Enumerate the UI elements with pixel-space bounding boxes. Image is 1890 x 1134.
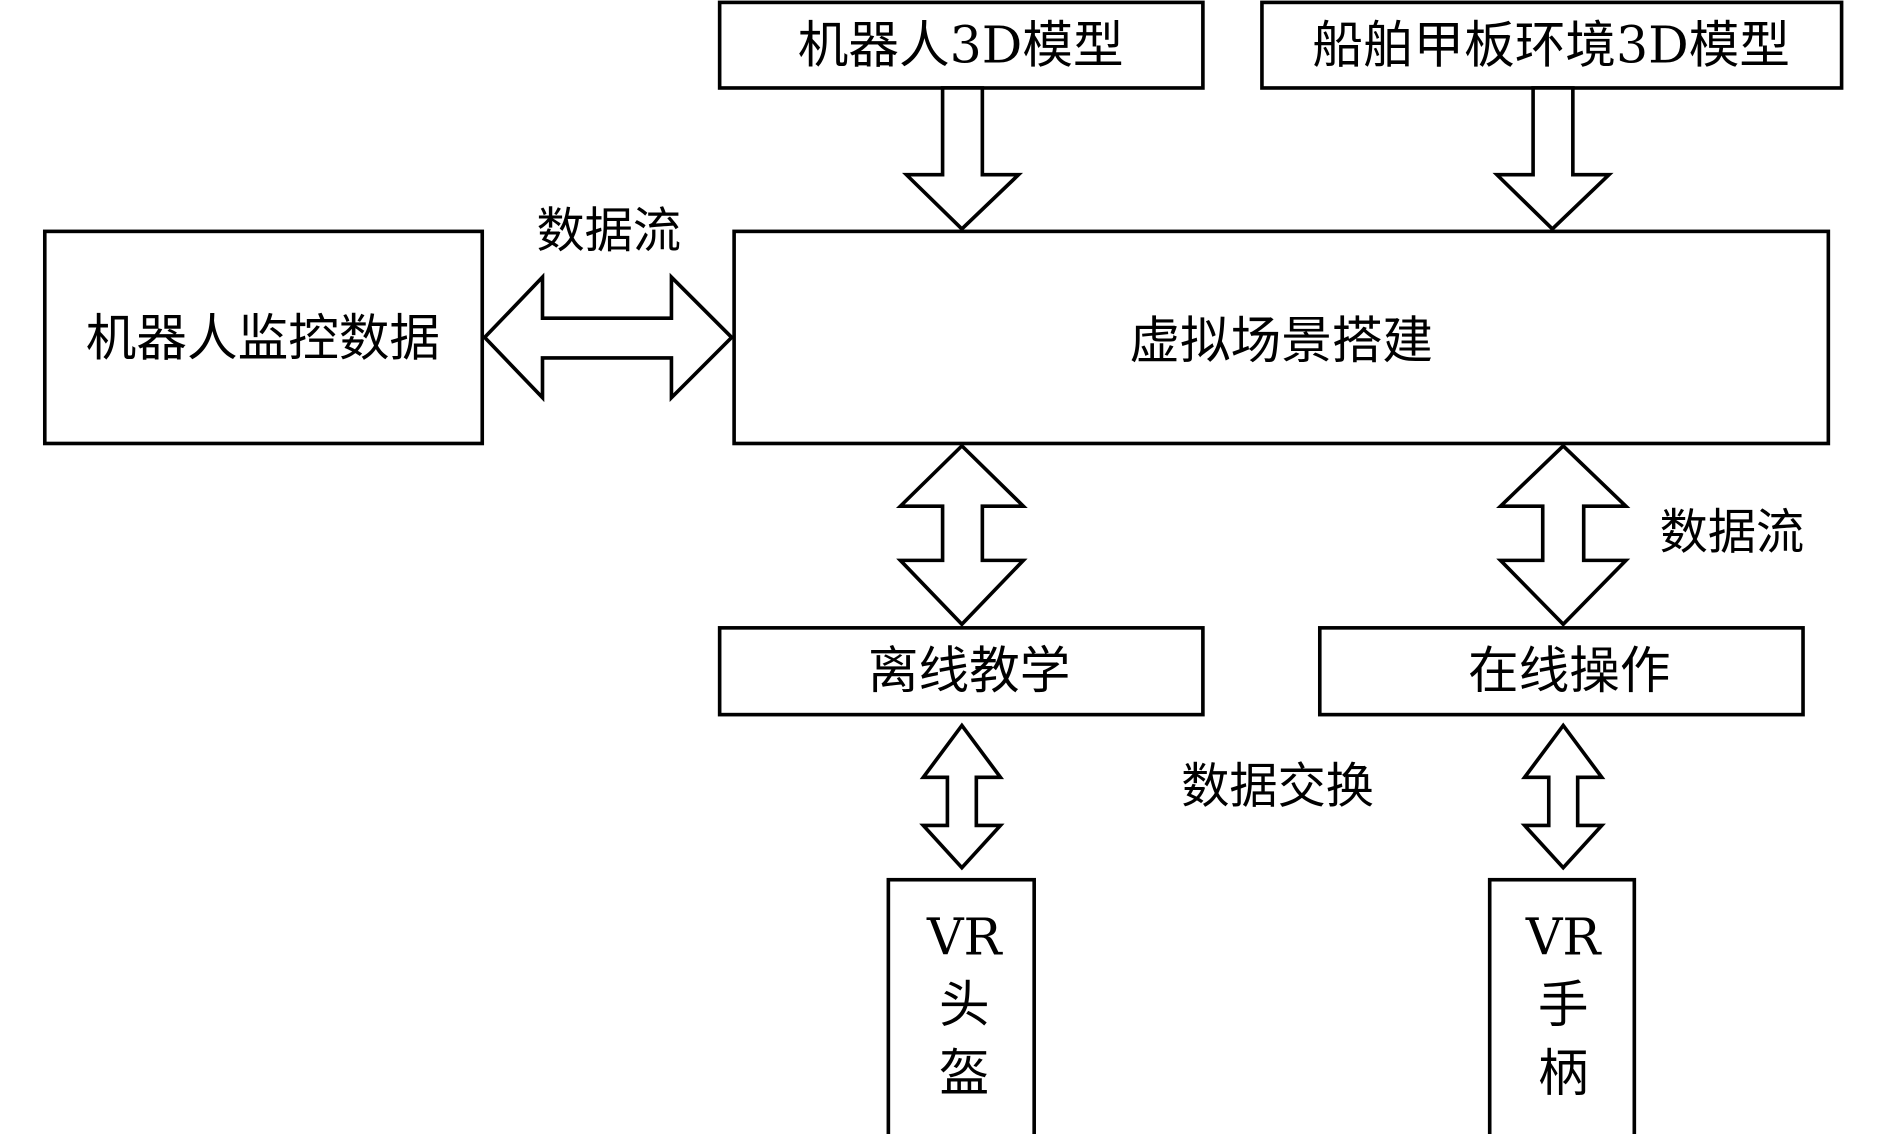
node-virtual-scene: 虚拟场景搭建 [732, 229, 1831, 446]
node-label: 机器人3D模型 [798, 16, 1124, 75]
node-label: 虚拟场景搭建 [1129, 311, 1433, 370]
node-label-line: 头 [939, 975, 990, 1034]
edge-label-data-flow-right: 数据流 [1660, 504, 1805, 560]
node-label: 在线操作 [1468, 641, 1670, 700]
node-robot-3d-model: 机器人3D模型 [717, 0, 1205, 90]
node-label: 机器人监控数据 [86, 309, 440, 368]
node-deck-3d-model: 船舶甲板环境3D模型 [1260, 0, 1844, 90]
node-robot-monitor-data: 机器人监控数据 [42, 229, 485, 446]
node-vr-headset: VR 头 盔 [886, 877, 1036, 1134]
node-label: 船舶甲板环境3D模型 [1312, 16, 1790, 75]
edge-label-data-flow-left: 数据流 [536, 203, 681, 259]
arrow-robot-model-to-scene [902, 86, 1024, 232]
node-label-line: 柄 [1538, 1044, 1589, 1103]
double-arrow-scene-online [1496, 443, 1631, 627]
node-offline-teaching: 离线教学 [717, 626, 1205, 717]
double-arrow-offline-headset [919, 722, 1005, 871]
double-arrow-online-controller [1520, 722, 1606, 871]
node-label-line: 手 [1538, 975, 1589, 1034]
node-label: 离线教学 [868, 641, 1070, 700]
arrow-deck-model-to-scene [1492, 86, 1614, 232]
node-label-line: VR [1525, 907, 1603, 966]
double-arrow-scene-offline [895, 443, 1028, 627]
edge-label-data-exchange: 数据交换 [1181, 759, 1374, 815]
node-label-line: VR [926, 907, 1004, 966]
node-label-line: 盔 [939, 1044, 990, 1103]
node-vr-controller: VR 手 柄 [1487, 877, 1637, 1134]
double-arrow-monitor-scene [482, 272, 735, 403]
node-online-operation: 在线操作 [1317, 626, 1805, 717]
